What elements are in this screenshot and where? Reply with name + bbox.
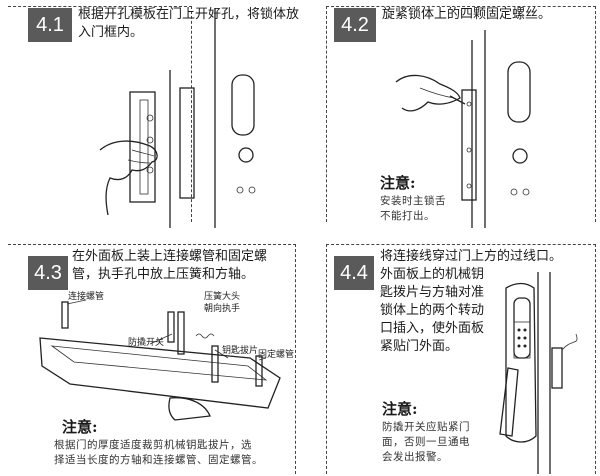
outer-panel-mount-illustration [499, 272, 578, 474]
step-4-4: 4.4 将连接线穿过门上方的过线口。 外面板上的机械钥 匙拨片与方轴对准 锁体上… [300, 238, 600, 476]
label-anti-pry: 防撬开关 [128, 338, 165, 348]
step-text: 根据开孔模板在门上开好孔，将锁体放入门框内。 [78, 7, 300, 40]
label-connect-tube: 连接螺管 [68, 292, 105, 302]
note-line: 面，否则一旦通电 [382, 436, 470, 448]
note-line: 会发出报警。 [382, 451, 448, 463]
step-text: 旋紧锁体上的四颗固定螺丝。 [382, 7, 552, 22]
note-line: 不能打出。 [380, 210, 435, 222]
step-frame [326, 6, 596, 222]
step-frame [8, 244, 296, 474]
step-4-1: 4.1 根据开孔模板在门上开好孔，将锁体放入门框内。 [0, 0, 300, 230]
step-text: 口插入，使外面板 [380, 321, 485, 336]
outer-panel-illustration [39, 299, 281, 421]
note-line: 安装时主锁舌 [380, 195, 446, 207]
step-text: 锁体上的两个转动 [380, 303, 485, 318]
step-frame [8, 6, 192, 222]
step-frame [326, 244, 596, 474]
step-badge: 4.2 [334, 8, 376, 42]
step-text: 紧贴门外面。 [380, 339, 459, 354]
step-text: 匙拨片与方轴对准 [380, 285, 485, 300]
label-spring: 压簧大头 [204, 292, 241, 302]
note-line: 根据门的厚度适度裁剪机械钥匙拔片，选 [54, 439, 252, 451]
step-text: 管，执手孔中放上压簧和方轴。 [72, 267, 255, 282]
step-text: 将连接线穿过门上方的过线口。 [380, 249, 563, 264]
step-text: 外面板上的机械钥 [380, 267, 485, 282]
step-badge: 4.1 [28, 8, 72, 42]
label-spring: 朝向执手 [204, 304, 241, 314]
step-badge: 4.3 [28, 256, 68, 290]
note-line: 择适当长度的方轴和连接螺管、固定螺管。 [54, 454, 263, 466]
note-line: 防撬开关应贴紧门 [382, 421, 470, 433]
note-title: 注意: [62, 418, 98, 436]
label-fix-tube: 固定螺管 [258, 350, 295, 360]
step-4-2: 4.2 旋紧锁体上的四颗固定螺丝。 注意: 安装时主锁舌 不能打出。 [300, 0, 600, 230]
lock-body-illustration [99, 8, 256, 228]
step-text: 在外面板上装上连接螺管和固定螺 [72, 249, 268, 264]
step-4-3: 4.3 在外面板上装上连接螺管和固定螺 管，执手孔中放上压簧和方轴。 连接螺管 … [0, 238, 300, 476]
label-key-plate: 钥匙拔片 [222, 346, 259, 356]
screw-illustration [395, 30, 531, 228]
note-title: 注意: [382, 400, 418, 418]
step-badge: 4.4 [334, 256, 374, 290]
note-title: 注意: [380, 174, 416, 192]
